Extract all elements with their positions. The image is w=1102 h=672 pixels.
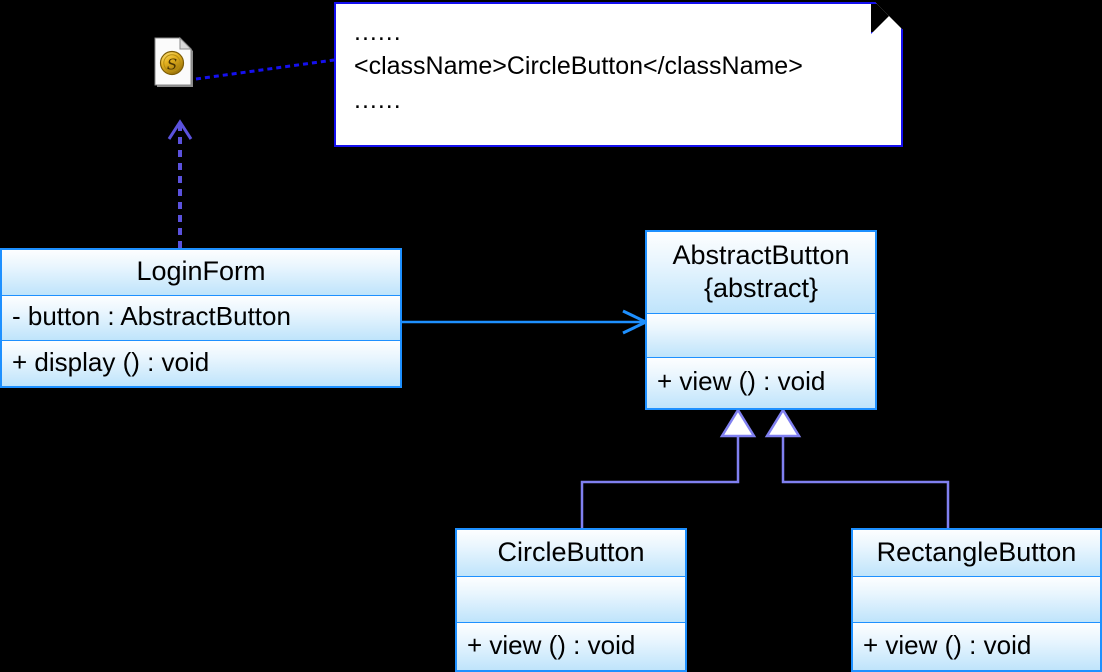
class-operations-compartment-rectanglebutton: + view () : void bbox=[853, 623, 1100, 670]
class-attribute: - button : AbstractButton bbox=[12, 301, 291, 332]
xml-document-icon[interactable]: S bbox=[152, 36, 196, 90]
note-anchor-line bbox=[195, 58, 335, 81]
class-attributes-compartment-loginform: - button : AbstractButton bbox=[2, 296, 400, 341]
class-attributes-compartment-abstractbutton bbox=[647, 314, 875, 358]
class-box-circlebutton[interactable]: CircleButton + view () : void bbox=[455, 528, 687, 672]
class-attribute bbox=[853, 597, 1100, 603]
class-operation: + view () : void bbox=[467, 629, 636, 660]
association-line-loginform-abstractbutton bbox=[402, 309, 650, 335]
class-box-rectanglebutton[interactable]: RectangleButton + view () : void bbox=[851, 528, 1102, 672]
class-operation: + view () : void bbox=[657, 366, 826, 397]
class-box-loginform[interactable]: LoginForm - button : AbstractButton + di… bbox=[0, 248, 402, 388]
class-stereotype-abstractbutton: {abstract} bbox=[703, 272, 819, 303]
generalization-line-rectanglebutton bbox=[764, 407, 950, 528]
class-name-circlebutton: CircleButton bbox=[497, 536, 645, 567]
xml-config-note: ...... <className>CircleButton</classNam… bbox=[334, 2, 903, 147]
class-name-rectanglebutton: RectangleButton bbox=[876, 536, 1077, 567]
class-attributes-compartment-rectanglebutton bbox=[853, 577, 1100, 623]
generalization-line-circlebutton bbox=[580, 407, 757, 528]
note-line-2: <className>CircleButton</className> bbox=[354, 52, 803, 80]
class-name-compartment-abstractbutton: AbstractButton {abstract} bbox=[647, 232, 875, 314]
class-name-compartment-loginform: LoginForm bbox=[2, 250, 400, 296]
svg-text:S: S bbox=[167, 56, 177, 74]
class-operations-compartment-loginform: + display () : void bbox=[2, 341, 400, 386]
class-operation: + display () : void bbox=[12, 346, 210, 377]
note-line-3: ...... bbox=[354, 86, 402, 114]
dependency-line-loginform-config bbox=[167, 119, 193, 248]
class-box-abstractbutton[interactable]: AbstractButton {abstract} + view () : vo… bbox=[645, 230, 877, 410]
class-name-compartment-circlebutton: CircleButton bbox=[457, 530, 685, 577]
class-name-abstractbutton: AbstractButton bbox=[672, 240, 850, 271]
class-attribute bbox=[647, 333, 875, 339]
class-operations-compartment-abstractbutton: + view () : void bbox=[647, 358, 875, 408]
class-name-loginform: LoginForm bbox=[136, 256, 266, 287]
note-line-1: ...... bbox=[354, 18, 402, 46]
class-attribute bbox=[457, 597, 685, 603]
class-attributes-compartment-circlebutton bbox=[457, 577, 685, 623]
class-operations-compartment-circlebutton: + view () : void bbox=[457, 623, 685, 670]
class-operation: + view () : void bbox=[863, 629, 1032, 660]
class-name-compartment-rectanglebutton: RectangleButton bbox=[853, 530, 1100, 577]
